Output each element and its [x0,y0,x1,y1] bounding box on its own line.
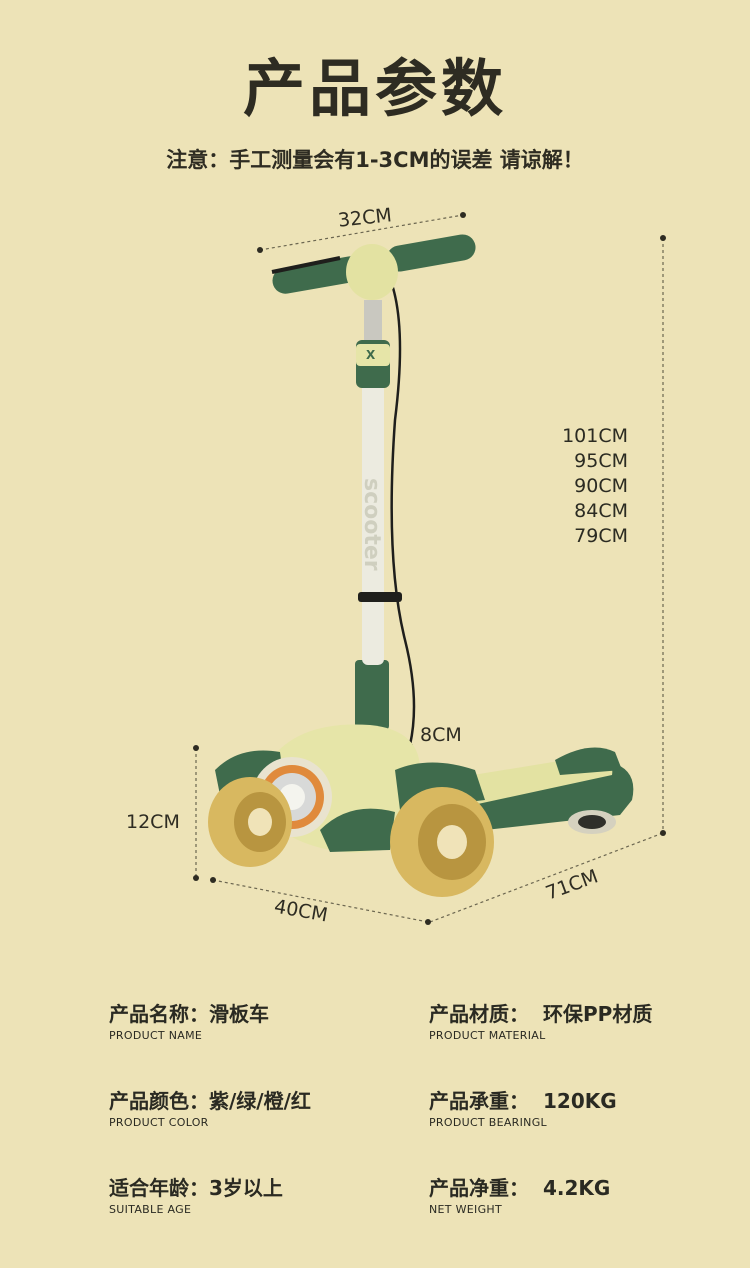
spec-value: 紫/绿/橙/红 [209,1089,311,1113]
spec-product-name: 产品名称：滑板车 [109,998,269,1027]
spec-en-label: PRODUCT NAME [109,1029,203,1042]
height-option: 95CM [574,450,628,472]
scooter-handlebar [271,234,476,300]
spec-en-label: NET WEIGHT [429,1203,502,1216]
spec-label: 产品名称： [109,1002,209,1026]
spec-label: 产品材质： [429,1002,529,1026]
height-option: 90CM [574,475,628,497]
spec-suitable-age: 适合年龄：3岁以上 [109,1172,283,1201]
spec-color: 产品颜色：紫/绿/橙/红 [109,1085,311,1114]
spec-label: 产品颜色： [109,1089,209,1113]
dim-deck-height: 8CM [420,724,462,746]
dim-height-options: 101CM 95CM 90CM 84CM 79CM [560,424,628,549]
spec-material: 产品材质： 环保PP材质 [429,998,652,1027]
dim-wheel-height: 12CM [126,811,180,833]
page-title: 产品参数 [242,52,507,125]
stem-badge: X [366,348,376,362]
height-option: 84CM [574,500,628,522]
spec-en-label: PRODUCT BEARINGL [429,1116,547,1129]
measurement-notice: 注意：手工测量会有1-3CM的误差 请谅解！ [166,148,584,172]
scooter-stem [355,259,416,746]
height-option: 101CM [562,425,628,447]
spec-value: 4.2KG [543,1176,611,1200]
height-option: 79CM [574,525,628,547]
spec-value: 环保PP材质 [543,1002,653,1026]
spec-en-label: PRODUCT COLOR [109,1116,209,1129]
spec-label: 产品承重： [429,1089,529,1113]
spec-value: 120KG [543,1089,617,1113]
stem-brand-text: scooter [359,478,384,571]
spec-value: 滑板车 [209,1002,269,1026]
scooter-front-wheels [208,777,494,897]
spec-net-weight: 产品净重： 4.2KG [429,1172,610,1201]
spec-en-label: PRODUCT MATERIAL [429,1029,546,1042]
dimension-dots [193,212,666,925]
spec-value: 3岁以上 [209,1176,283,1200]
spec-en-label: SUITABLE AGE [109,1203,192,1216]
spec-load-capacity: 产品承重： 120KG [429,1085,617,1114]
spec-label: 适合年龄： [109,1176,209,1200]
spec-label: 产品净重： [429,1176,529,1200]
